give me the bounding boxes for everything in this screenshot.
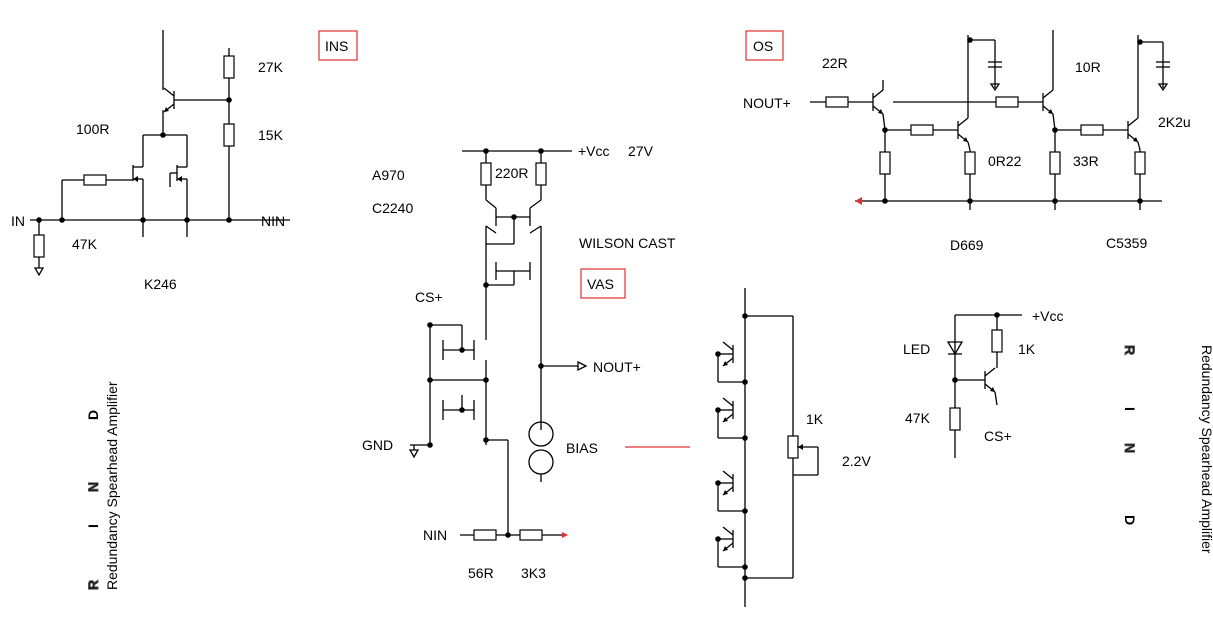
label-220r: 220R xyxy=(495,165,528,181)
label-wilson-cast: WILSON CAST xyxy=(579,235,676,251)
label-100r: 100R xyxy=(76,121,109,137)
label-k246: K246 xyxy=(144,276,177,292)
label-2k2u: 2K2u xyxy=(1158,114,1191,130)
logo-left-tagline: Redundancy Spearhead Amplifier xyxy=(104,381,120,590)
label-nout-plus-os: NOUT+ xyxy=(743,95,791,111)
label-1k: 1K xyxy=(806,411,824,427)
rind-logo-right: R I N D Redundancy Spearhead Amplifier xyxy=(1122,345,1213,554)
label-0r22: 0R22 xyxy=(988,153,1022,169)
label-cs-47k: 47K xyxy=(905,410,931,426)
label-cs-vcc: +Vcc xyxy=(1032,308,1064,324)
label-22r: 22R xyxy=(822,55,848,71)
label-nout-plus: NOUT+ xyxy=(593,359,641,375)
label-gnd: GND xyxy=(362,437,393,453)
label-27k: 27K xyxy=(258,59,284,75)
ins-stage: INS 27K 15K 100R xyxy=(11,30,358,292)
label-27v: 27V xyxy=(628,143,654,159)
label-d669: D669 xyxy=(950,237,984,253)
label-cs-plus: CS+ xyxy=(415,289,443,305)
logo-right-letter-r: R xyxy=(1122,345,1138,355)
label-3k3: 3K3 xyxy=(521,565,546,581)
label-2-2v: 2.2V xyxy=(842,453,871,469)
label-56r: 56R xyxy=(468,565,494,581)
logo-right-letter-n: N xyxy=(1122,443,1138,453)
current-source: +Vcc LED 1K 47K CS+ xyxy=(903,308,1064,458)
label-33r: 33R xyxy=(1073,153,1099,169)
label-a970: A970 xyxy=(372,167,405,183)
logo-right-letter-d: D xyxy=(1122,515,1138,525)
label-in: IN xyxy=(11,213,25,229)
os-label-box xyxy=(745,30,784,61)
vas-label-box xyxy=(580,268,626,299)
vas-label: VAS xyxy=(587,276,614,292)
logo-left-letter-n: N xyxy=(85,482,101,492)
label-bias: BIAS xyxy=(566,440,598,456)
rind-logo-left: R I N D Redundancy Spearhead Amplifier xyxy=(85,381,121,590)
label-led: LED xyxy=(903,341,930,357)
os-stage: OS NOUT+ xyxy=(743,30,1191,253)
label-vcc: +Vcc xyxy=(578,143,610,159)
label-cs-plus-2: CS+ xyxy=(984,428,1012,444)
os-label: OS xyxy=(753,38,773,54)
label-cs-1k: 1K xyxy=(1018,341,1036,357)
ins-label: INS xyxy=(325,38,348,54)
logo-left-letter-r: R xyxy=(85,580,101,590)
logo-right-letter-i: I xyxy=(1122,407,1138,411)
logo-left-letter-i: I xyxy=(85,524,101,528)
ins-label-box xyxy=(318,30,358,61)
label-47k: 47K xyxy=(72,236,98,252)
label-nin-output: NIN xyxy=(261,213,285,229)
logo-left-letter-d: D xyxy=(85,410,101,420)
label-15k: 15K xyxy=(258,127,284,143)
label-c5359: C5359 xyxy=(1106,235,1147,251)
label-10r: 10R xyxy=(1075,59,1101,75)
label-c2240: C2240 xyxy=(372,200,413,216)
logo-right-tagline: Redundancy Spearhead Amplifier xyxy=(1199,345,1213,554)
label-nin-input: NIN xyxy=(423,527,447,543)
bias-multiplier: 1K 2.2V xyxy=(715,288,871,607)
vas-stage: VAS +Vcc 27V A970 C2240 220R WILSON CAST xyxy=(362,143,690,581)
